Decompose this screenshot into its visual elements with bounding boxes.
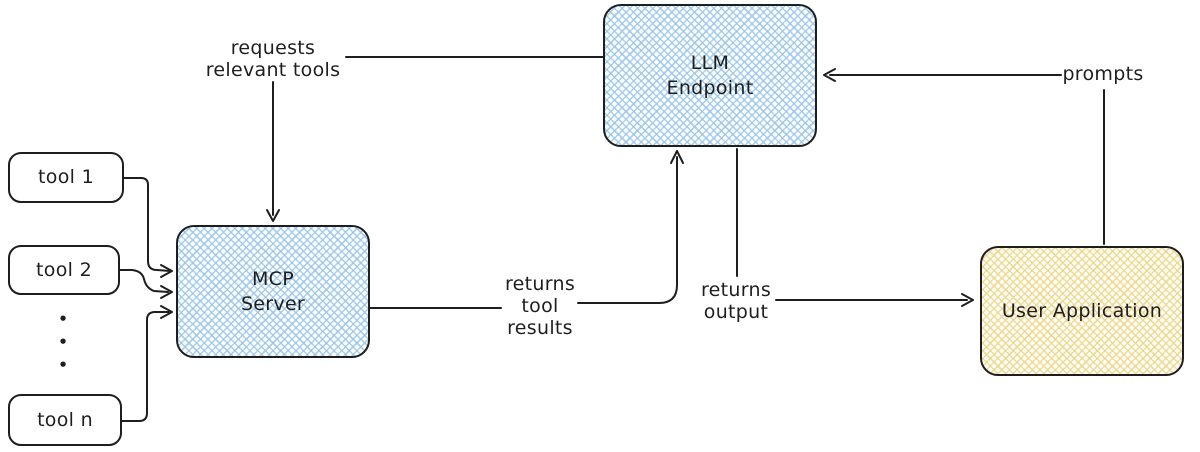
ellipsis-dot: • [58, 333, 68, 351]
node-llm-endpoint-label-line2: Endpoint [666, 76, 754, 99]
edge-label-returns-output: returns output [676, 279, 796, 323]
edge-label-returns-tool-line1: returns [504, 273, 576, 295]
ellipsis-dot: • [58, 310, 68, 328]
ellipsis-dot: • [58, 356, 68, 374]
edge-label-prompts: prompts [1043, 63, 1163, 85]
edge-label-returns-output-line2: output [703, 301, 769, 323]
node-tool-1-label: tool 1 [38, 166, 94, 188]
edge-label-returns-tool-line2: tool [521, 295, 559, 317]
arrow-tool1-to-mcp-server [123, 177, 173, 278]
node-mcp-server-label-line2: Server [240, 292, 306, 315]
node-tool-n: tool n [8, 394, 122, 446]
arrow-llm-to-mcp-requests [266, 56, 605, 222]
arrow-tool2-to-mcp-server [119, 269, 173, 299]
node-mcp-server-label-line1: MCP [251, 267, 294, 290]
node-tool-1: tool 1 [8, 152, 124, 203]
edge-label-returns-tool-results: returns tool results [480, 273, 600, 339]
node-tool-2: tool 2 [8, 245, 120, 295]
edge-label-prompts-line1: prompts [1062, 63, 1144, 85]
node-llm-endpoint: LLM Endpoint [603, 4, 817, 147]
edge-label-returns-tool-line3: results [507, 317, 573, 339]
edge-label-returns-output-line1: returns [700, 279, 772, 301]
node-tool-n-label: tool n [37, 408, 93, 431]
node-llm-endpoint-label-line1: LLM [690, 51, 730, 74]
arrow-tooln-to-mcp-server [121, 305, 173, 422]
edge-label-requests-line2: relevant tools [205, 59, 341, 81]
node-user-application: User Application [980, 246, 1184, 376]
edge-label-requests-relevant-tools: requests relevant tools [173, 37, 373, 81]
node-mcp-server: MCP Server [176, 225, 370, 358]
arrow-user-app-to-llm-prompts [823, 68, 1105, 245]
edge-label-requests-line1: requests [230, 37, 316, 59]
node-tool-2-label: tool 2 [36, 258, 92, 281]
tools-ellipsis: • • • [50, 308, 76, 377]
node-user-application-label: User Application [1001, 299, 1163, 322]
